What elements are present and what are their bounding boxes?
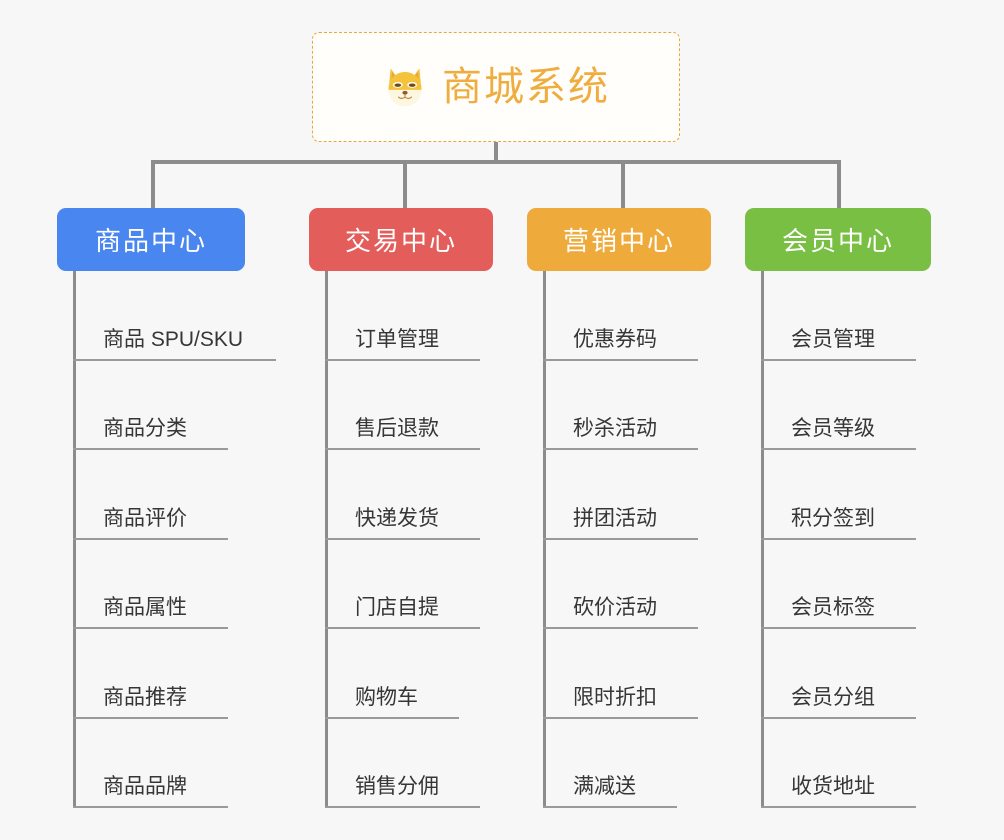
leaf-underline <box>761 716 916 719</box>
leaf-item-label: 商品 SPU/SKU <box>103 327 244 351</box>
root-node-mall-system[interactable]: 商城系统 <box>312 32 680 142</box>
leaf-item[interactable]: 商品分类 <box>73 361 243 450</box>
leaf-underline <box>761 448 916 450</box>
leaf-item-label: 砍价活动 <box>573 596 657 619</box>
leaf-item[interactable]: 会员分组 <box>761 629 916 719</box>
leaf-underline <box>325 716 459 719</box>
leaf-item[interactable]: 门店自提 <box>325 540 480 629</box>
leaf-item[interactable]: 限时折扣 <box>543 629 698 719</box>
leaf-underline <box>73 537 228 540</box>
column-rail-1 <box>73 271 76 808</box>
leaf-item-label: 会员标签 <box>791 596 875 619</box>
column-rail-2 <box>325 271 328 808</box>
leaf-item[interactable]: 积分签到 <box>761 450 916 540</box>
leaf-underline <box>325 448 480 450</box>
leaf-item-label: 满减送 <box>573 775 636 798</box>
category-header-2[interactable]: 交易中心 <box>309 208 493 271</box>
leaf-item[interactable]: 销售分佣 <box>325 719 480 808</box>
category-header-label: 交易中心 <box>344 226 457 256</box>
leaf-item[interactable]: 快递发货 <box>325 450 480 540</box>
leaf-item[interactable]: 会员管理 <box>761 271 916 361</box>
column-rail-3 <box>543 271 546 808</box>
root-stem-connector <box>494 142 498 164</box>
leaf-underline <box>761 537 916 540</box>
leaf-item-label: 秒杀活动 <box>573 417 657 440</box>
leaf-underline <box>761 806 916 808</box>
leaf-item[interactable]: 拼团活动 <box>543 450 698 540</box>
leaf-item-label: 会员分组 <box>791 685 875 709</box>
leaf-underline <box>73 358 276 361</box>
drop-connector-3 <box>621 160 625 210</box>
category-header-3[interactable]: 营销中心 <box>527 208 711 271</box>
leaf-item-label: 商品评价 <box>103 506 187 530</box>
leaf-item[interactable]: 商品品牌 <box>73 719 243 808</box>
horizontal-bus-connector <box>151 160 841 164</box>
leaf-item-label: 销售分佣 <box>355 775 439 798</box>
leaf-item-label: 商品品牌 <box>103 775 187 798</box>
leaf-underline <box>73 627 228 629</box>
leaf-item[interactable]: 商品评价 <box>73 450 243 540</box>
leaf-list-2: 订单管理 售后退款 快递发货 门店自提 购物车 销售分佣 <box>325 271 480 808</box>
leaf-underline <box>325 806 480 808</box>
leaf-item[interactable]: 售后退款 <box>325 361 480 450</box>
leaf-item-label: 拼团活动 <box>573 506 657 530</box>
leaf-item-label: 门店自提 <box>355 596 439 619</box>
leaf-item[interactable]: 商品推荐 <box>73 629 243 719</box>
category-header-label: 营销中心 <box>562 226 675 256</box>
leaf-underline <box>543 358 698 361</box>
leaf-item-label: 商品属性 <box>103 596 187 619</box>
category-header-label: 商品中心 <box>94 226 207 256</box>
leaf-item-label: 会员管理 <box>791 327 875 351</box>
leaf-underline <box>73 806 228 808</box>
leaf-item[interactable]: 收货地址 <box>761 719 916 808</box>
column-rail-4 <box>761 271 764 808</box>
category-header-4[interactable]: 会员中心 <box>745 208 931 271</box>
leaf-underline <box>543 627 698 629</box>
leaf-item[interactable]: 会员标签 <box>761 540 916 629</box>
drop-connector-2 <box>403 160 407 210</box>
drop-connector-1 <box>151 160 155 210</box>
leaf-item[interactable]: 商品属性 <box>73 540 243 629</box>
leaf-underline <box>325 537 480 540</box>
leaf-underline <box>73 716 228 719</box>
leaf-item-label: 优惠券码 <box>573 327 657 351</box>
leaf-item[interactable]: 会员等级 <box>761 361 916 450</box>
leaf-item-label: 快递发货 <box>355 506 439 530</box>
leaf-item[interactable]: 秒杀活动 <box>543 361 698 450</box>
leaf-item-label: 限时折扣 <box>573 685 657 709</box>
leaf-list-4: 会员管理 会员等级 积分签到 会员标签 会员分组 收货地址 <box>761 271 916 808</box>
leaf-item-label: 积分签到 <box>791 506 875 530</box>
leaf-item[interactable]: 购物车 <box>325 629 459 719</box>
leaf-item-label: 收货地址 <box>791 775 875 798</box>
leaf-underline <box>761 358 916 361</box>
leaf-underline <box>543 537 698 540</box>
leaf-item-label: 商品推荐 <box>103 685 187 709</box>
leaf-item-label: 订单管理 <box>355 327 439 351</box>
leaf-underline <box>543 806 677 808</box>
leaf-item[interactable]: 订单管理 <box>325 271 480 361</box>
leaf-list-3: 优惠券码 秒杀活动 拼团活动 砍价活动 限时折扣 满减送 <box>543 271 698 808</box>
shiba-dog-face-icon <box>388 68 422 107</box>
leaf-underline <box>325 627 480 629</box>
root-node-label: 商城系统 <box>442 65 610 109</box>
leaf-item[interactable]: 商品 SPU/SKU <box>73 271 276 361</box>
leaf-item[interactable]: 优惠券码 <box>543 271 698 361</box>
category-header-label: 会员中心 <box>781 226 894 256</box>
leaf-underline <box>325 358 480 361</box>
leaf-item-label: 商品分类 <box>103 417 187 440</box>
leaf-item-label: 会员等级 <box>791 417 875 440</box>
leaf-item-label: 售后退款 <box>355 417 439 440</box>
category-header-1[interactable]: 商品中心 <box>57 208 245 271</box>
leaf-underline <box>543 448 698 450</box>
leaf-list-1: 商品 SPU/SKU 商品分类 商品评价 商品属性 商品推荐 商品品牌 <box>73 271 276 808</box>
leaf-underline <box>761 627 916 629</box>
leaf-item[interactable]: 满减送 <box>543 719 677 808</box>
leaf-underline <box>73 448 228 450</box>
drop-connector-4 <box>837 160 841 210</box>
leaf-item-label: 购物车 <box>355 685 418 709</box>
leaf-item[interactable]: 砍价活动 <box>543 540 698 629</box>
leaf-underline <box>543 716 698 719</box>
